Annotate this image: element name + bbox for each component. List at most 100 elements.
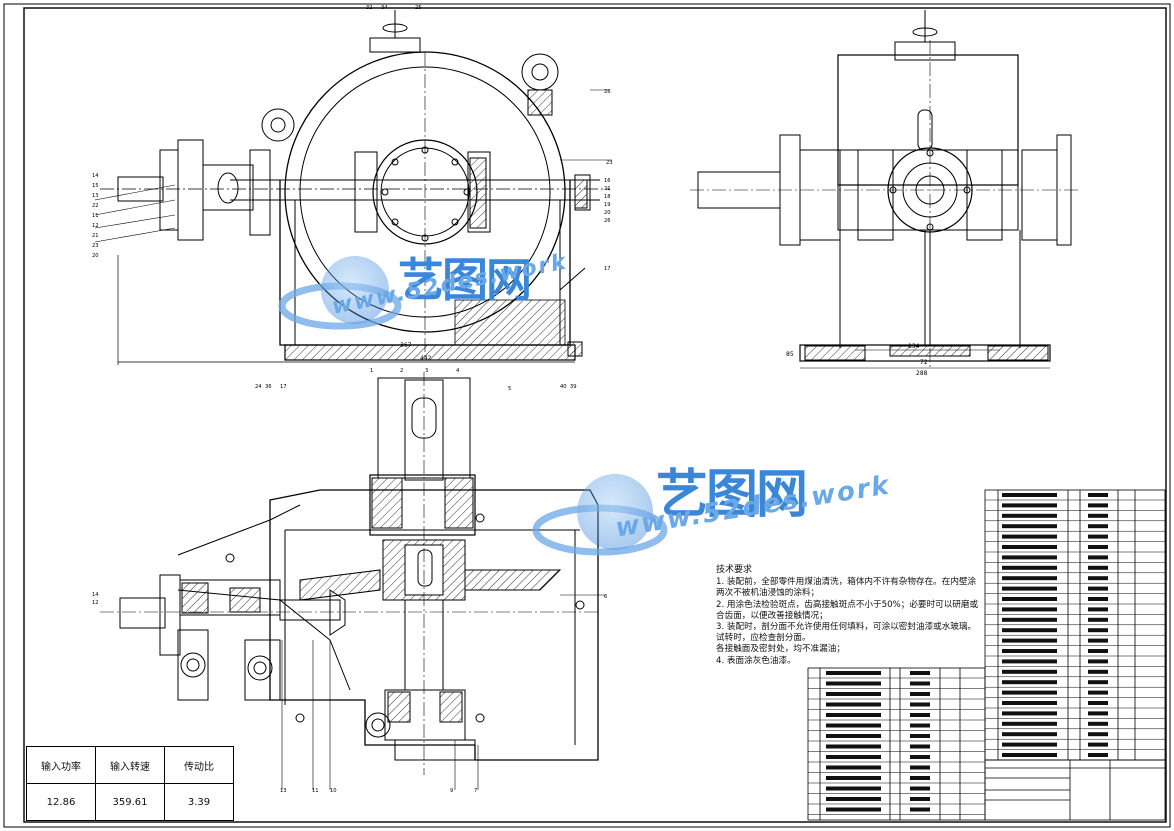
- redacted-cell: [1088, 493, 1108, 497]
- tech-line: 4. 表面涂灰色油漆。: [716, 655, 796, 666]
- svg-text:21: 21: [92, 233, 99, 239]
- redacted-cell: [826, 744, 881, 749]
- redacted-cell: [910, 744, 930, 749]
- svg-text:12: 12: [92, 600, 99, 606]
- redacted-cell: [1088, 742, 1108, 747]
- watermark-globe-1: [278, 256, 402, 330]
- redacted-cell: [1088, 524, 1108, 529]
- svg-text:11: 11: [312, 788, 319, 794]
- redacted-cell: [1002, 503, 1057, 508]
- redacted-cell: [1002, 545, 1057, 549]
- svg-text:17: 17: [604, 266, 611, 272]
- redacted-cell: [1088, 555, 1108, 560]
- redacted-cell: [1002, 659, 1057, 664]
- redacted-cell: [1002, 669, 1057, 674]
- tech-line: 各接触面及密封处，均不准漏油；: [716, 644, 845, 655]
- svg-text:26: 26: [604, 218, 611, 224]
- redacted-cell: [1002, 690, 1057, 695]
- svg-text:1: 1: [370, 368, 373, 374]
- redacted-cell: [1002, 732, 1057, 737]
- redacted-cell: [1088, 753, 1108, 757]
- redacted-cell: [826, 671, 881, 675]
- svg-text:32: 32: [366, 5, 373, 11]
- svg-text:20: 20: [92, 253, 99, 259]
- redacted-cell: [1088, 711, 1108, 716]
- svg-text:23: 23: [92, 243, 99, 249]
- redacted-cell: [1002, 597, 1057, 601]
- redacted-cell: [1088, 586, 1108, 591]
- redacted-cell: [1002, 638, 1057, 643]
- redacted-cell: [910, 702, 930, 707]
- svg-text:12: 12: [92, 223, 99, 229]
- redacted-cell: [910, 797, 930, 801]
- svg-text:20: 20: [604, 210, 611, 216]
- svg-text:28: 28: [604, 89, 611, 95]
- redacted-cell: [1088, 649, 1108, 653]
- dim-side-72: 72: [920, 359, 928, 366]
- front-view: [94, 10, 612, 365]
- redacted-cell: [1002, 586, 1057, 591]
- tech-line: 2. 用涂色法检验斑点，齿高接触斑点不小于50%；必要时可以研磨或: [716, 599, 979, 610]
- redacted-cell: [910, 786, 930, 791]
- redacted-cell: [910, 723, 930, 728]
- dim-side-85: 85: [786, 351, 794, 358]
- parameter-value-row: 12.86 359.61 3.39: [26, 783, 234, 821]
- value-ratio: 3.39: [164, 783, 234, 821]
- redacted-cell: [1002, 576, 1057, 581]
- redacted-cell: [1088, 638, 1108, 643]
- technical-requirements: 技术要求 1. 装配前，全部零件用煤油清洗，箱体内不许有杂物存在。在内壁涂 两次…: [716, 565, 984, 667]
- svg-text:36: 36: [265, 384, 272, 390]
- header-input-speed: 输入转速: [95, 746, 165, 784]
- redacted-cell: [826, 765, 881, 770]
- redacted-cell: [1088, 721, 1108, 726]
- svg-text:7: 7: [474, 788, 477, 794]
- redacted-cell: [826, 786, 881, 791]
- svg-text:19: 19: [604, 202, 611, 208]
- redacted-cell: [826, 755, 881, 759]
- redacted-cell: [826, 797, 881, 801]
- redacted-cell: [1002, 513, 1057, 518]
- section-view: [100, 372, 605, 790]
- header-ratio: 传动比: [164, 746, 234, 784]
- tech-line: 3. 装配时，剖分面不允许使用任何填料，可涂以密封油漆或水玻璃。: [716, 622, 977, 633]
- svg-text:18: 18: [604, 194, 611, 200]
- redacted-cell: [1002, 628, 1057, 633]
- side-view: [690, 10, 1080, 370]
- tech-line: 试转时，应检查剖分面。: [716, 633, 811, 644]
- svg-text:14: 14: [92, 173, 99, 179]
- redacted-cell: [826, 692, 881, 696]
- svg-text:2: 2: [400, 368, 403, 374]
- redacted-cell: [1002, 711, 1057, 716]
- svg-text:9: 9: [450, 788, 453, 794]
- redacted-cell: [1088, 513, 1108, 518]
- redacted-cell: [826, 681, 881, 686]
- parameter-table: 输入功率 输入转速 传动比 12.86 359.61 3.39: [26, 746, 234, 821]
- redacted-cell: [910, 692, 930, 696]
- svg-text:3: 3: [425, 368, 428, 374]
- redacted-cell: [1002, 721, 1057, 726]
- redacted-cell: [1088, 565, 1108, 570]
- dim-front-367: 367: [400, 342, 412, 349]
- tech-line: 两次不被机油浸蚀的涂料；: [716, 588, 820, 599]
- value-input-speed: 359.61: [95, 783, 165, 821]
- svg-text:13: 13: [92, 193, 99, 199]
- dim-front-442: 442: [420, 355, 432, 362]
- redacted-cell: [910, 765, 930, 770]
- redacted-cell: [1088, 607, 1108, 612]
- svg-text:4: 4: [456, 368, 460, 374]
- parameter-header-row: 输入功率 输入转速 传动比: [26, 746, 234, 784]
- svg-text:34: 34: [381, 5, 388, 11]
- redacted-cell: [826, 702, 881, 707]
- tech-requirements-title: 技术要求: [716, 565, 753, 575]
- dim-side-134: 134: [908, 343, 920, 350]
- redacted-cell: [1088, 576, 1108, 581]
- svg-text:14: 14: [92, 592, 99, 598]
- tech-line: 合齿面，以便改善接触情况；: [716, 610, 828, 621]
- redacted-cell: [1088, 680, 1108, 685]
- svg-text:22: 22: [92, 203, 99, 209]
- svg-text:11: 11: [92, 213, 99, 219]
- redacted-cell: [1088, 701, 1108, 705]
- redacted-cell: [910, 807, 930, 812]
- redacted-cell: [1088, 628, 1108, 633]
